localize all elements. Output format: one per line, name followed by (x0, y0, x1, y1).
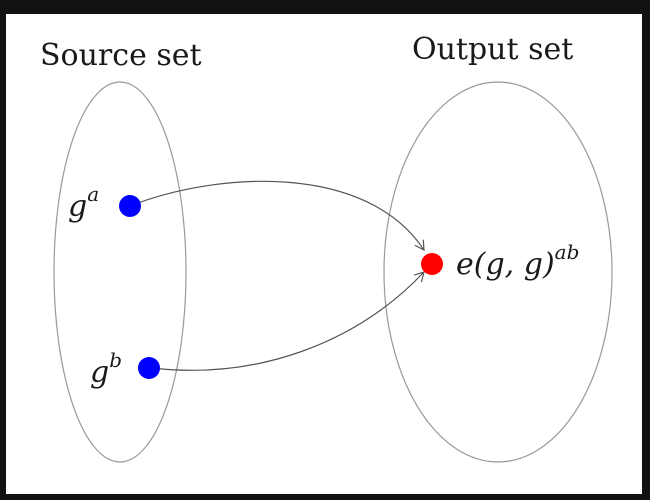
label-ga: ga (68, 182, 99, 224)
output-set-title: Output set (412, 32, 574, 67)
label-output-exponent: ab (554, 240, 580, 264)
label-gb: gb (90, 348, 122, 390)
arrow-gb-to-output (151, 271, 425, 371)
label-ga-exponent: a (87, 182, 100, 206)
source-set-ellipse (53, 81, 187, 463)
source-set-title: Source set (40, 38, 202, 73)
source-point-ga (119, 195, 141, 217)
label-gb-exponent: b (109, 348, 123, 372)
output-set-ellipse (383, 81, 613, 463)
label-output: e(g, g)ab (456, 240, 579, 282)
label-output-base: e(g, g) (456, 247, 555, 282)
label-ga-base: g (68, 189, 88, 224)
arrow-ga-to-output (129, 180, 425, 252)
label-gb-base: g (90, 355, 110, 390)
output-point (421, 253, 443, 275)
source-point-gb (138, 357, 160, 379)
diagram-canvas: Source set Output set ga gb e(g, g)ab (6, 14, 642, 494)
mapping-diagram (53, 81, 613, 463)
